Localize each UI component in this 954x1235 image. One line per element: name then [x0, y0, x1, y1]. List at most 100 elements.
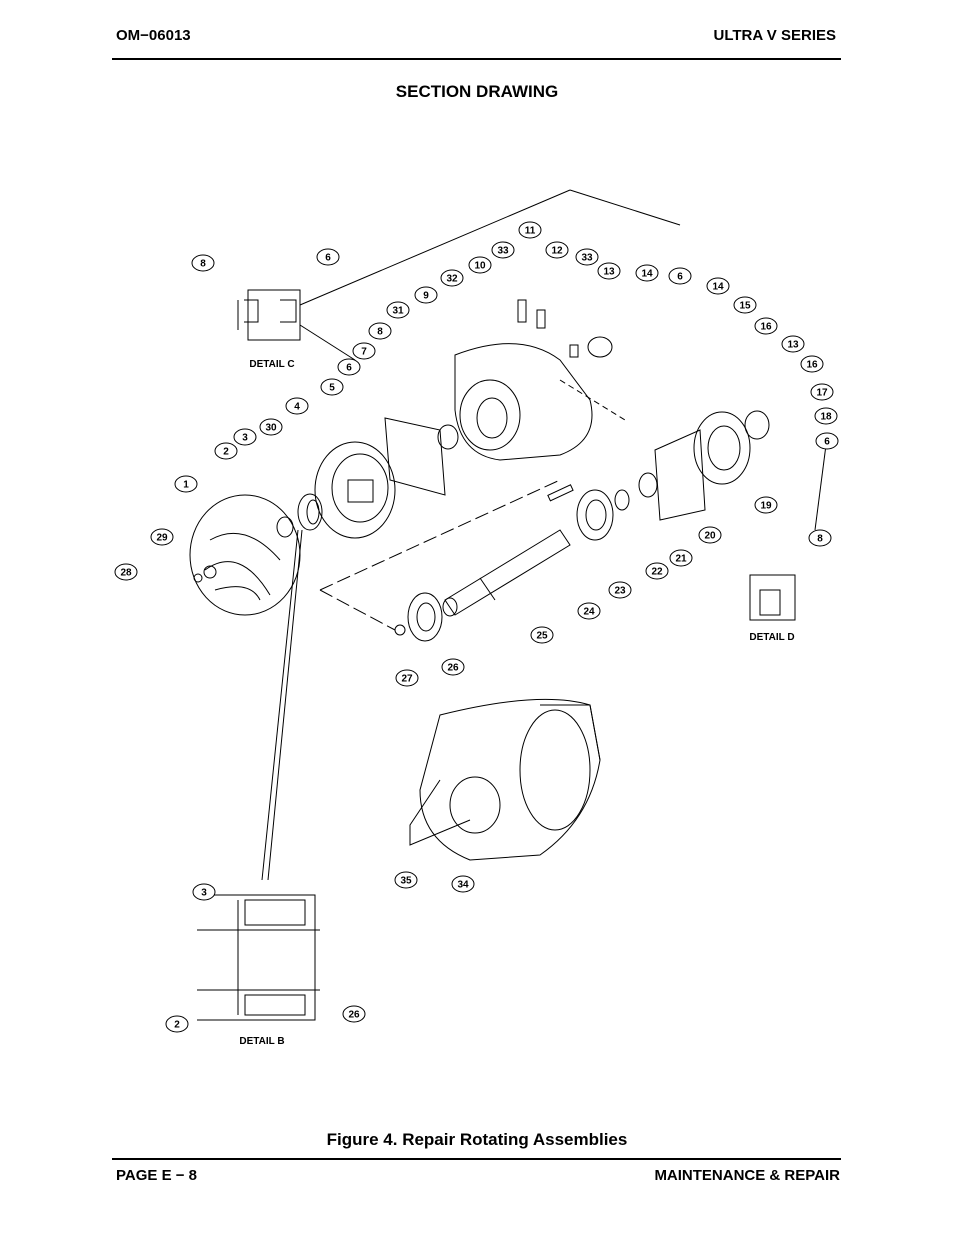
callout-26: 26	[441, 658, 465, 676]
svg-text:10: 10	[474, 261, 486, 272]
svg-text:32: 32	[446, 274, 458, 285]
detail-d-frame	[749, 574, 796, 621]
callout-6: 6	[337, 358, 361, 376]
svg-text:28: 28	[120, 568, 132, 579]
svg-text:26: 26	[348, 1010, 360, 1021]
svg-text:26: 26	[447, 663, 459, 674]
page-number: PAGE E − 8	[116, 1167, 198, 1184]
callout-20: 20	[698, 526, 722, 544]
figure-caption: Figure 4. Repair Rotating Assemblies	[326, 1130, 628, 1149]
svg-text:8: 8	[200, 259, 206, 270]
svg-text:14: 14	[641, 269, 653, 280]
callout-11: 11	[518, 221, 542, 239]
svg-text:30: 30	[265, 423, 277, 434]
callout-18: 18	[814, 407, 838, 425]
callout-6: 6	[316, 248, 340, 266]
section-title: SECTION DRAWING	[395, 82, 559, 101]
callout-3: 3	[192, 883, 216, 901]
svg-text:3: 3	[201, 888, 207, 899]
svg-text:6: 6	[824, 437, 830, 448]
svg-text:4: 4	[294, 402, 300, 413]
callout-10: 10	[468, 256, 492, 274]
shaft	[444, 529, 571, 616]
callout-5: 5	[320, 378, 344, 396]
impeller	[189, 494, 301, 616]
assembled-pump	[419, 698, 601, 861]
callout-28: 28	[114, 563, 138, 581]
svg-text:31: 31	[392, 306, 404, 317]
svg-text:29: 29	[156, 533, 168, 544]
svg-text:34: 34	[457, 880, 469, 891]
callout-6: 6	[815, 432, 839, 450]
svg-text:5: 5	[329, 383, 335, 394]
callout-14: 14	[706, 277, 730, 295]
callout-1: 1	[174, 475, 198, 493]
svg-text:18: 18	[820, 412, 832, 423]
callout-16: 16	[754, 317, 778, 335]
detail-d-label: DETAIL D	[749, 632, 794, 643]
callout-13: 13	[781, 335, 805, 353]
svg-text:1: 1	[183, 480, 189, 491]
callout-15: 15	[733, 296, 757, 314]
svg-text:7: 7	[361, 347, 367, 358]
svg-text:13: 13	[603, 267, 615, 278]
callout-30: 30	[259, 418, 283, 436]
callout-22: 22	[645, 562, 669, 580]
callout-13: 13	[597, 262, 621, 280]
svg-text:16: 16	[806, 360, 818, 371]
svg-text:33: 33	[497, 246, 509, 257]
svg-text:8: 8	[377, 327, 383, 338]
svg-text:24: 24	[583, 607, 595, 618]
detail-b-label: DETAIL B	[239, 1036, 284, 1047]
svg-text:22: 22	[651, 567, 663, 578]
footer-rule	[112, 1158, 841, 1160]
callout-26: 26	[342, 1005, 366, 1023]
callout-19: 19	[754, 496, 778, 514]
callout-6: 6	[668, 267, 692, 285]
callout-3: 3	[233, 428, 257, 446]
callout-2: 2	[165, 1015, 189, 1033]
svg-text:6: 6	[677, 272, 683, 283]
callout-33: 33	[491, 241, 515, 259]
callout-17: 17	[810, 383, 834, 401]
callout-33: 33	[575, 248, 599, 266]
detail-c-seal	[237, 299, 297, 330]
callout-34: 34	[451, 875, 475, 893]
callout-8: 8	[808, 529, 832, 547]
callout-29: 29	[150, 528, 174, 546]
detail-c-label: DETAIL C	[249, 359, 294, 370]
callout-2: 2	[214, 442, 238, 460]
header-rule	[112, 58, 841, 60]
svg-text:21: 21	[675, 554, 687, 565]
svg-text:14: 14	[712, 282, 724, 293]
callout-8: 8	[191, 254, 215, 272]
doc-number: OM−06013	[116, 27, 191, 44]
svg-text:20: 20	[704, 531, 716, 542]
callout-23: 23	[608, 581, 632, 599]
svg-text:6: 6	[346, 363, 352, 374]
svg-text:8: 8	[817, 534, 823, 545]
svg-text:19: 19	[760, 501, 772, 512]
svg-text:23: 23	[614, 586, 626, 597]
bearing-housing	[454, 343, 593, 461]
callout-27: 27	[395, 669, 419, 687]
series-name: ULTRA V SERIES	[713, 27, 836, 44]
detail-c-frame	[247, 289, 301, 341]
svg-text:3: 3	[242, 433, 248, 444]
callout-32: 32	[440, 269, 464, 287]
callout-16: 16	[800, 355, 824, 373]
svg-text:13: 13	[787, 340, 799, 351]
detail-b-frame	[197, 894, 316, 1021]
svg-text:2: 2	[223, 447, 229, 458]
svg-text:25: 25	[536, 631, 548, 642]
svg-text:17: 17	[816, 388, 828, 399]
svg-text:33: 33	[581, 253, 593, 264]
callout-25: 25	[530, 626, 554, 644]
svg-text:6: 6	[325, 253, 331, 264]
callout-35: 35	[394, 871, 418, 889]
svg-text:35: 35	[400, 876, 412, 887]
svg-text:12: 12	[551, 246, 563, 257]
callout-9: 9	[414, 286, 438, 304]
svg-text:11: 11	[525, 226, 536, 237]
